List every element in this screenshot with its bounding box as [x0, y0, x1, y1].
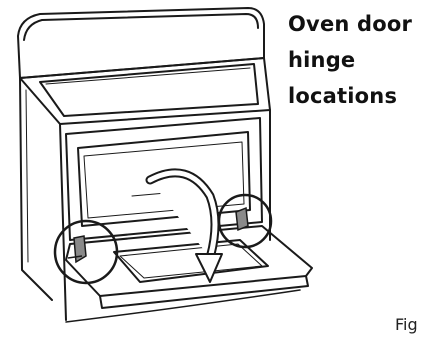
- caption-line-3: locations: [288, 84, 397, 108]
- curved-arrow-icon: [150, 173, 222, 282]
- right-hinge-icon: [219, 195, 271, 247]
- cooktop: [20, 58, 270, 124]
- caption-line-1: Oven door: [288, 12, 412, 36]
- figure-label: Fig: [395, 315, 418, 334]
- oven-door: [66, 226, 312, 322]
- caption-line-2: hinge: [288, 48, 355, 72]
